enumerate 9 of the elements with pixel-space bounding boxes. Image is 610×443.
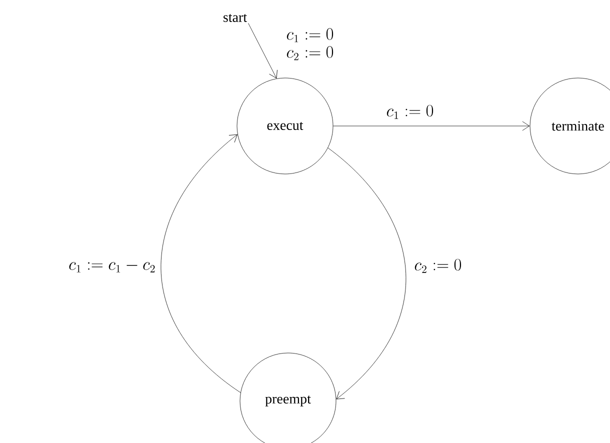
arrow bbox=[333, 121, 530, 131]
edge-label: $c_1 := c_1 - c_2$ bbox=[68, 258, 157, 274]
arrow bbox=[328, 148, 406, 400]
edge-label: $\begin{array}{c} c_1 := 0 \\ c_2 := 0 \end{array}$ bbox=[280, 26, 340, 64]
arrow bbox=[248, 23, 278, 78]
edge-label: $c_2 := 0$ bbox=[413, 258, 463, 274]
edge-label: $c_1 := 0$ bbox=[385, 104, 435, 120]
start-label: start bbox=[224, 14, 247, 22]
arrow bbox=[160, 134, 241, 393]
